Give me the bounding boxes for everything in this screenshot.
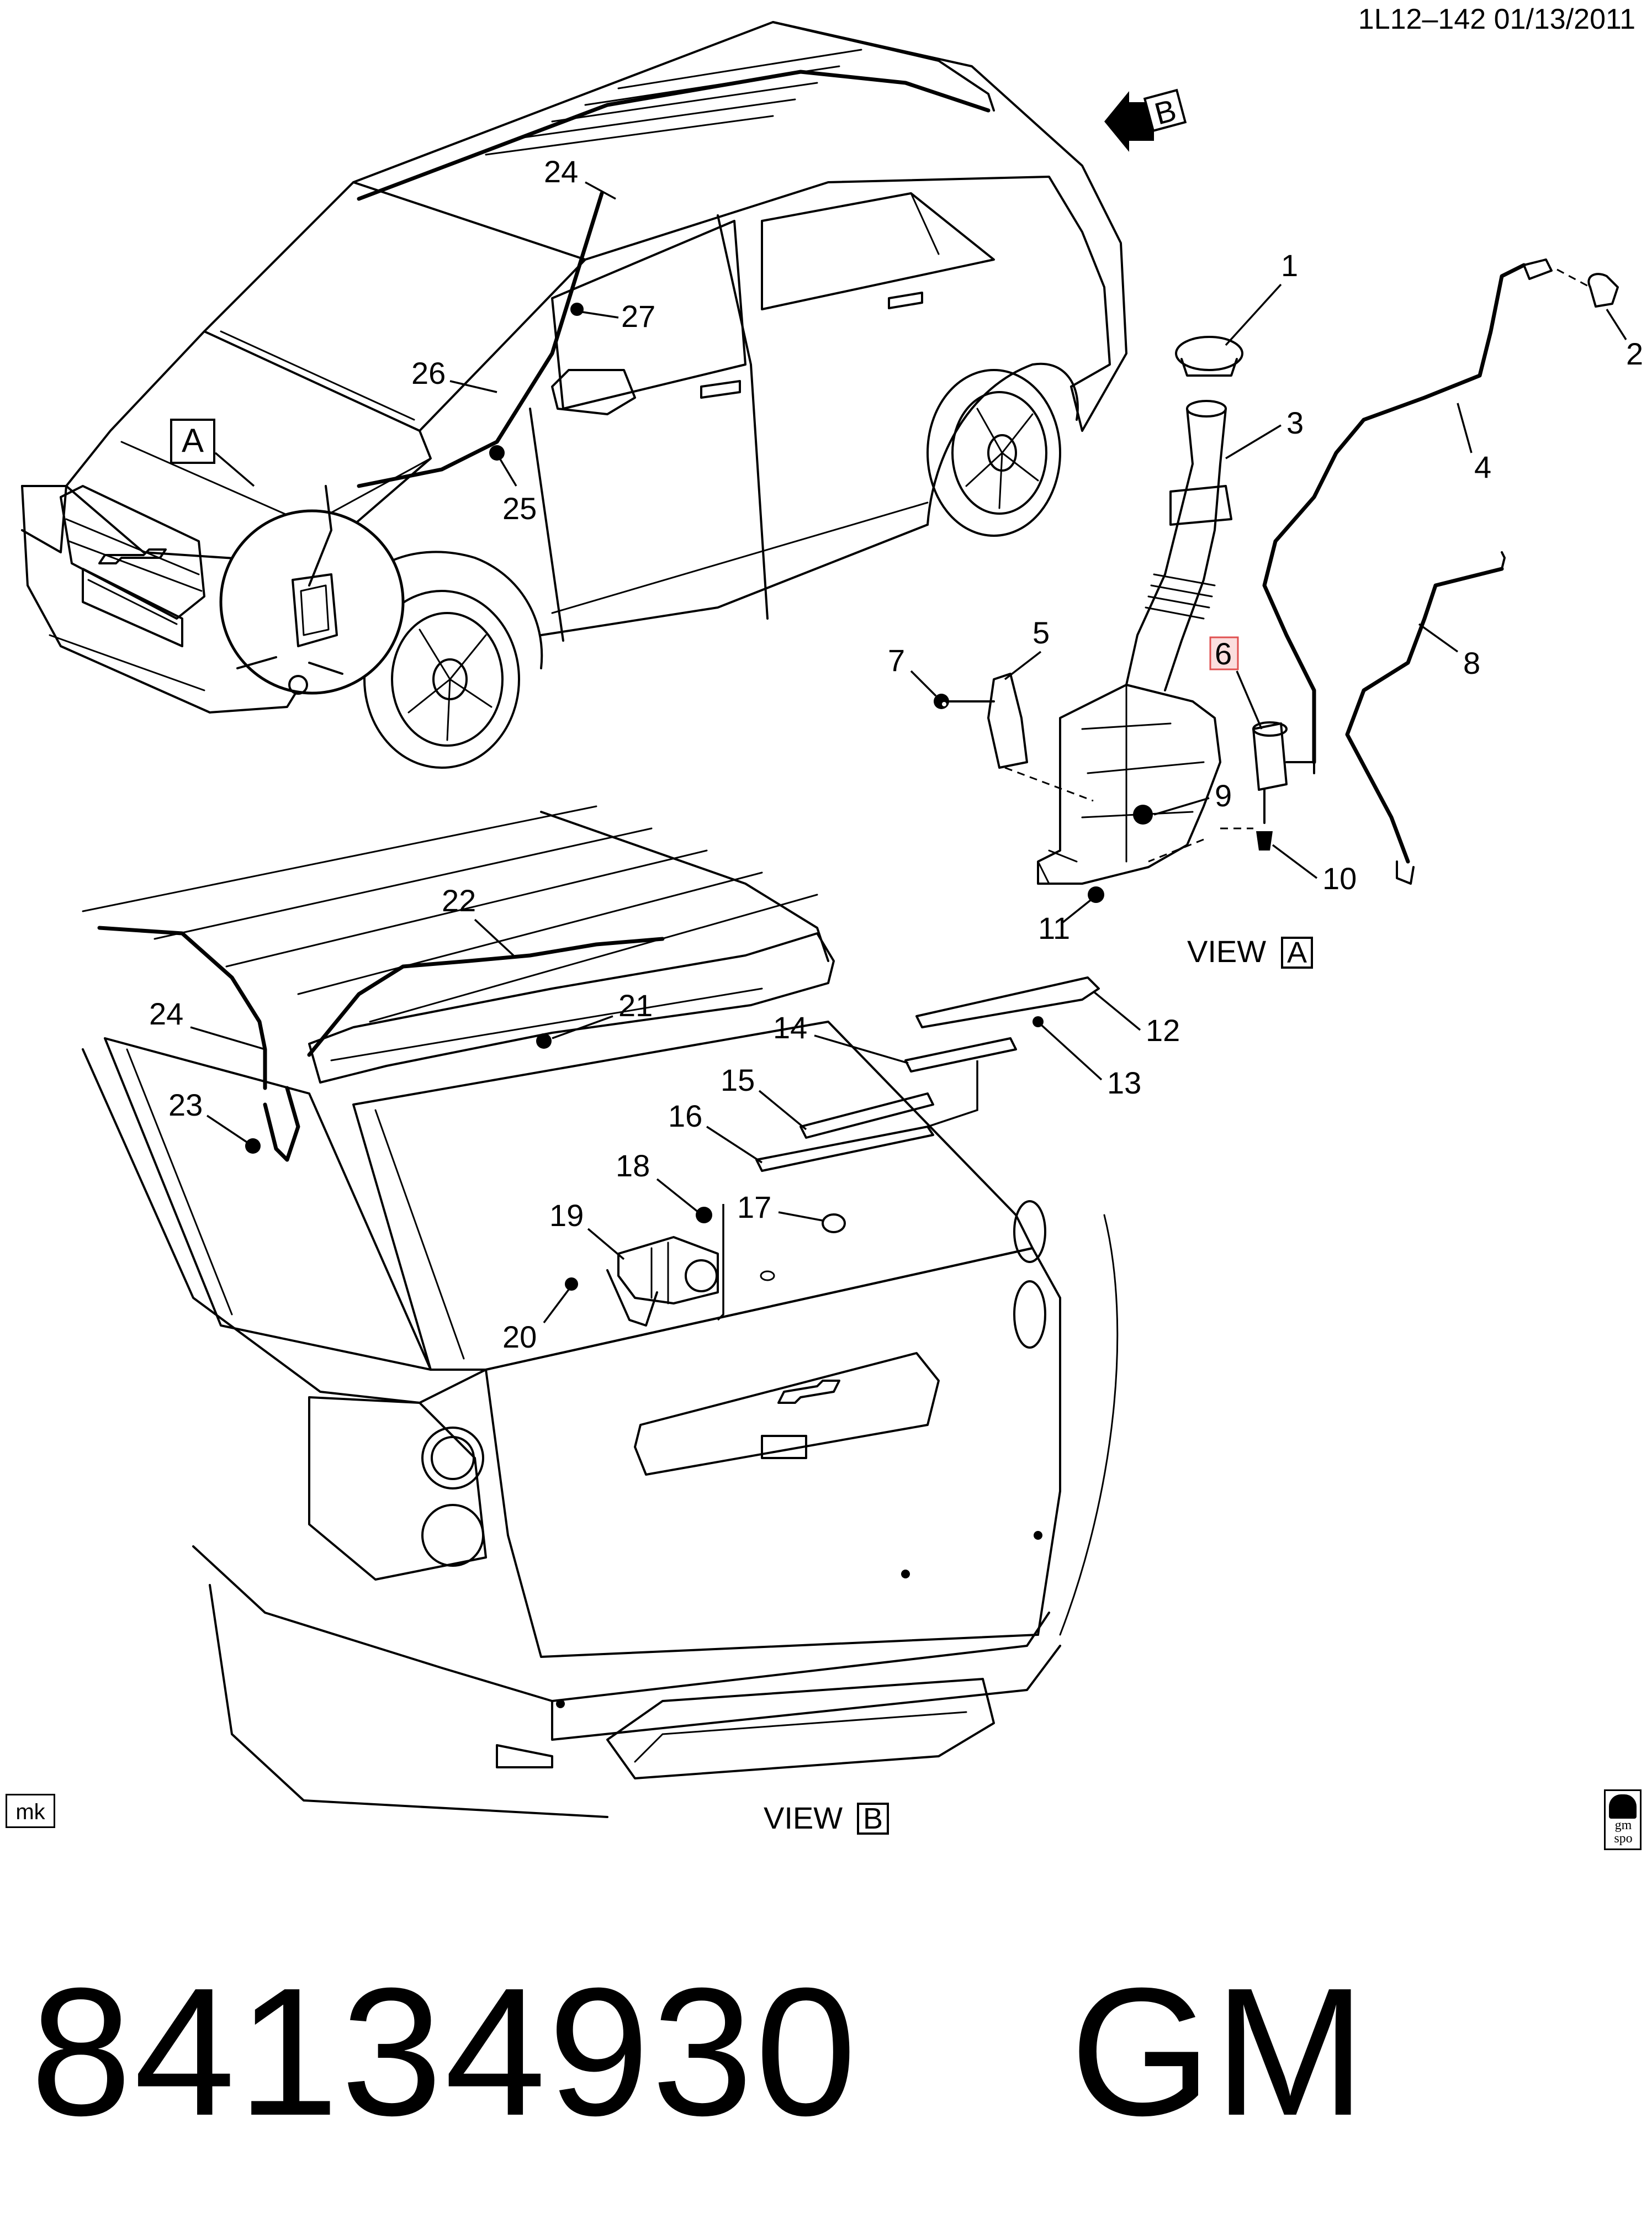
callout-4: 4	[1474, 450, 1491, 484]
callout-6: 6	[1215, 636, 1232, 671]
callout-20: 20	[502, 1319, 537, 1354]
gm-logo-text: gm spo	[1614, 1818, 1633, 1846]
view-a-label: VIEW	[1187, 934, 1266, 969]
view-a-letter: A	[1287, 936, 1307, 969]
callout-27: 27	[621, 299, 655, 334]
callout-5: 5	[1032, 615, 1050, 650]
mk-tag: mk	[6, 1794, 55, 1828]
callout-12: 12	[1146, 1013, 1180, 1048]
callout-1: 1	[1281, 248, 1298, 283]
callout-7: 7	[888, 643, 905, 678]
callout-19: 19	[549, 1198, 584, 1233]
callout-22: 22	[442, 883, 476, 918]
callout-11: 11	[1038, 911, 1070, 946]
callout-26: 26	[411, 356, 446, 390]
callout-25: 25	[502, 491, 537, 526]
callouts: 1 2 3 4 5 6 7 8 9 10 11 12	[149, 154, 1643, 1354]
callout-14: 14	[773, 1010, 807, 1045]
callout-16: 16	[668, 1098, 702, 1133]
callout-21: 21	[618, 988, 653, 1023]
callout-24-rear: 24	[149, 996, 183, 1031]
callout-15: 15	[721, 1063, 755, 1097]
callout-23: 23	[168, 1087, 203, 1122]
callout-9: 9	[1215, 778, 1232, 813]
rear-vehicle-illustration	[82, 805, 1119, 1818]
callout-18: 18	[616, 1148, 650, 1183]
view-b-letter: B	[863, 1802, 883, 1835]
callout-13: 13	[1107, 1065, 1141, 1100]
callout-8: 8	[1463, 646, 1480, 680]
view-b-direction-arrow: B	[1104, 88, 1187, 152]
callout-10: 10	[1322, 861, 1357, 896]
view-b-label: VIEW	[764, 1800, 843, 1835]
callout-24-front: 24	[544, 154, 578, 189]
document-id: 1L12–142 01/13/2011	[1358, 3, 1635, 35]
gm-spo-logo: gm spo	[1604, 1789, 1642, 1850]
part-number: 84134930 GM	[30, 1950, 1368, 2153]
callout-2: 2	[1626, 336, 1643, 371]
callout-17: 17	[737, 1190, 771, 1224]
gm-logo-icon	[1609, 1794, 1637, 1819]
front-vehicle-illustration: A	[21, 21, 1127, 769]
view-a-washer-system	[934, 258, 1619, 903]
detail-a-box-letter: A	[182, 422, 204, 459]
callout-3: 3	[1286, 405, 1304, 440]
